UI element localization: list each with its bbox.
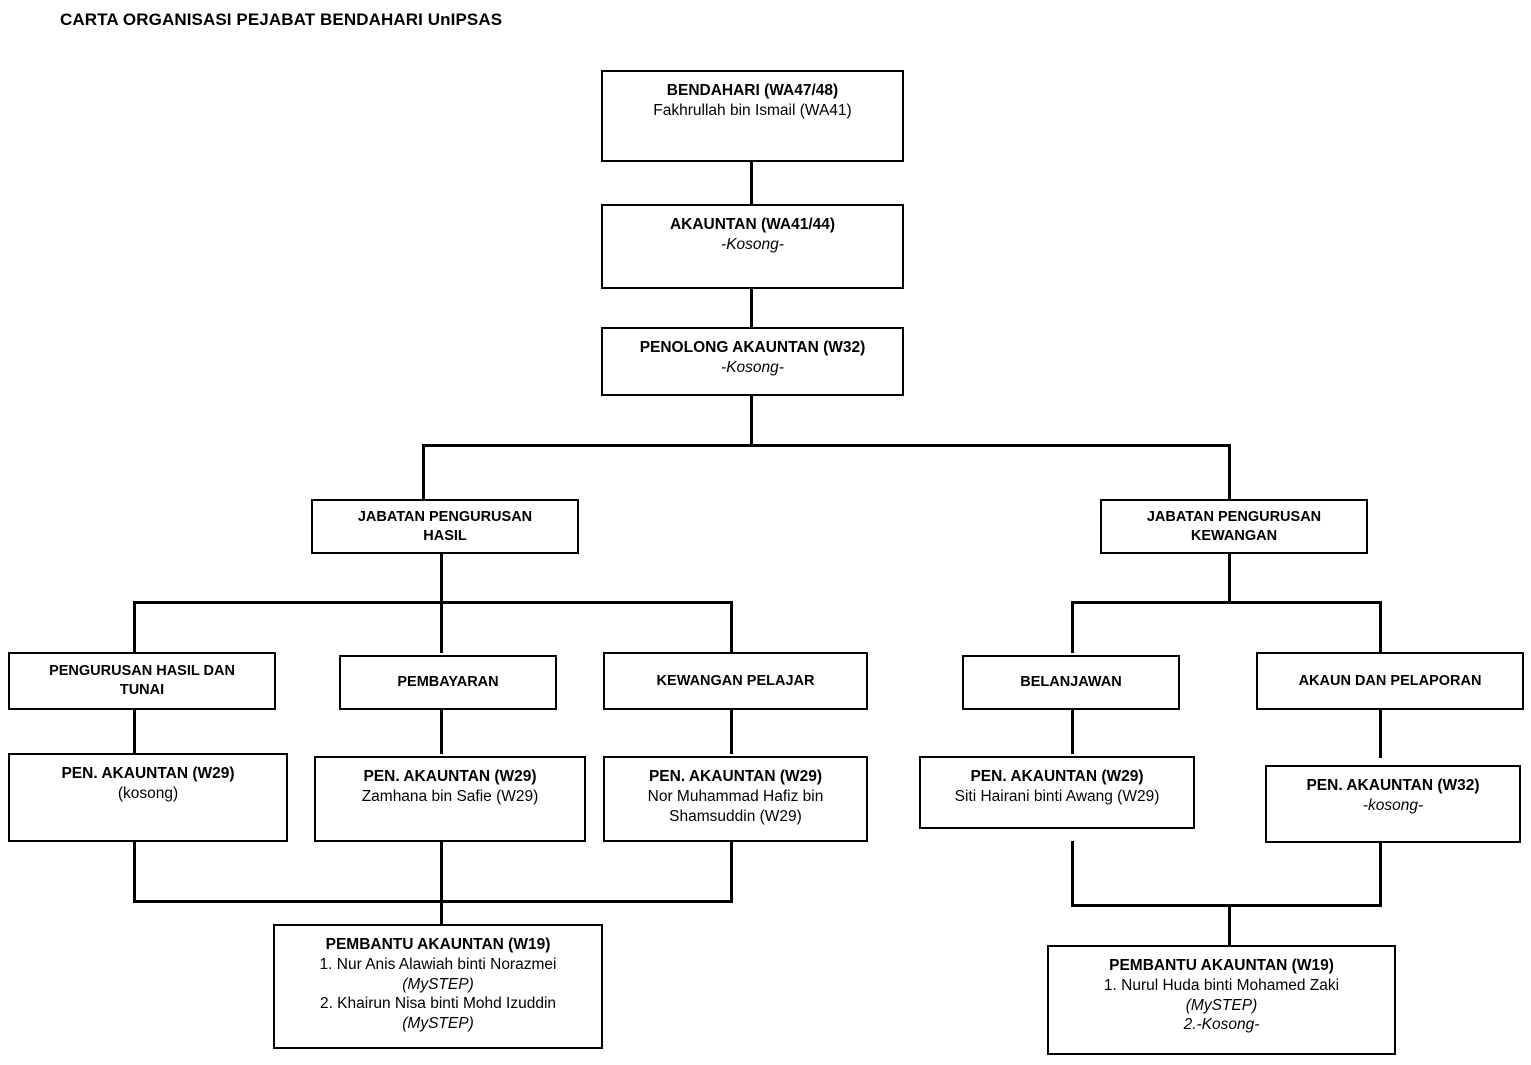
connector-pembantu-hasil-drop	[440, 900, 443, 925]
connector-drop-jabatan-kewangan	[1228, 444, 1231, 500]
node-pen-kewangan-pelajar-title: PEN. AKAUNTAN (W29)	[648, 768, 823, 785]
connector-drop-unit-belanjawan	[1071, 601, 1074, 653]
node-penolong-akauntan-occupant: -Kosong-	[721, 358, 784, 376]
connector-pen-belanjawan-down	[1071, 841, 1074, 907]
node-unit-kewangan-pelajar[interactable]: KEWANGAN PELAJAR	[603, 652, 868, 710]
node-akauntan-occupant: -Kosong-	[721, 235, 784, 253]
connector-unit-kewangan-pelajar-to-pen	[730, 709, 733, 754]
node-pembantu-hasil-item2-note: (MySTEP)	[402, 1015, 474, 1033]
connector-unit-belanjawan-to-pen	[1071, 709, 1074, 754]
node-unit-hasil-tunai-line1: PENGURUSAN HASIL DAN	[49, 663, 235, 680]
connector-bendahari-akauntan	[750, 161, 753, 205]
node-unit-kewangan-pelajar-label: KEWANGAN PELAJAR	[656, 672, 815, 689]
node-unit-belanjawan[interactable]: BELANJAWAN	[962, 655, 1180, 710]
node-bendahari-title: BENDAHARI (WA47/48)	[666, 82, 839, 99]
node-pembantu-hasil-title: PEMBANTU AKAUNTAN (W19)	[325, 936, 551, 953]
node-pembantu-kewangan-title: PEMBANTU AKAUNTAN (W19)	[1109, 957, 1334, 974]
node-jabatan-pengurusan-hasil[interactable]: JABATAN PENGURUSAN HASIL	[311, 499, 579, 554]
node-unit-hasil-tunai-line2: TUNAI	[119, 682, 165, 698]
node-unit-akaun-pelaporan[interactable]: AKAUN DAN PELAPORAN	[1256, 652, 1524, 710]
connector-hasil-units-bar	[133, 601, 733, 604]
node-penolong-akauntan-title: PENOLONG AKAUNTAN (W32)	[639, 339, 866, 356]
node-unit-akaun-pelaporan-label: AKAUN DAN PELAPORAN	[1298, 672, 1482, 689]
node-pen-belanjawan-title: PEN. AKAUNTAN (W29)	[970, 768, 1144, 785]
node-pen-akauntan-kewangan-pelajar[interactable]: PEN. AKAUNTAN (W29) Nor Muhammad Hafiz b…	[603, 756, 868, 842]
connector-drop-unit-hasil-tunai	[133, 601, 136, 653]
connector-unit-pembayaran-to-pen	[440, 709, 443, 754]
connector-kewangan-units-bar	[1071, 601, 1382, 604]
connector-pembantu-kewangan-merge-bar	[1071, 904, 1382, 907]
node-jabatan-kewangan-line1: JABATAN PENGURUSAN	[1146, 508, 1322, 525]
node-pen-akaun-pelaporan-title: PEN. AKAUNTAN (W32)	[1306, 777, 1480, 794]
node-unit-pembayaran[interactable]: PEMBAYARAN	[339, 655, 557, 710]
node-unit-pembayaran-label: PEMBAYARAN	[397, 674, 499, 691]
node-pen-kewangan-pelajar-occupant-line2: Shamsuddin (W29)	[669, 807, 802, 825]
connector-pen-akaun-pelaporan-down	[1379, 841, 1382, 907]
connector-drop-jabatan-hasil	[422, 444, 425, 500]
node-pen-kewangan-pelajar-occupant-line1: Nor Muhammad Hafiz bin	[647, 787, 824, 805]
node-pen-akauntan-pembayaran[interactable]: PEN. AKAUNTAN (W29) Zamhana bin Safie (W…	[314, 756, 586, 842]
connector-pen-hasil-tunai-down	[133, 841, 136, 903]
node-pen-pembayaran-occupant: Zamhana bin Safie (W29)	[361, 787, 539, 805]
node-bendahari-occupant: Fakhrullah bin Ismail (WA41)	[653, 101, 852, 119]
connector-drop-unit-akaun-pelaporan	[1379, 601, 1382, 653]
node-pembantu-kewangan-item1-note: (MySTEP)	[1185, 996, 1258, 1014]
node-akauntan-title: AKAUNTAN (WA41/44)	[669, 216, 836, 233]
node-pen-akauntan-akaun-pelaporan[interactable]: PEN. AKAUNTAN (W32) -kosong-	[1265, 765, 1521, 843]
node-pembantu-kewangan-item2: 2.-Kosong-	[1183, 1016, 1260, 1034]
node-pen-akauntan-belanjawan[interactable]: PEN. AKAUNTAN (W29) Siti Hairani binti A…	[919, 756, 1195, 829]
node-jabatan-hasil-line1: JABATAN PENGURUSAN	[357, 508, 533, 525]
connector-drop-unit-kewangan-pelajar	[730, 601, 733, 653]
node-pembantu-kewangan-item1: 1. Nurul Huda binti Mohamed Zaki	[1103, 976, 1340, 994]
node-pembantu-hasil-item1: 1. Nur Anis Alawiah binti Norazmei	[319, 955, 557, 973]
node-unit-pengurusan-hasil-tunai[interactable]: PENGURUSAN HASIL DAN TUNAI	[8, 652, 276, 710]
node-pen-pembayaran-title: PEN. AKAUNTAN (W29)	[363, 768, 537, 785]
connector-department-splitter-bar	[422, 444, 1231, 447]
node-jabatan-hasil-line2: HASIL	[423, 527, 467, 544]
node-unit-belanjawan-label: BELANJAWAN	[1020, 674, 1122, 691]
connector-pen-pembayaran-down	[440, 841, 443, 903]
connector-unit-akaun-pelaporan-to-pen	[1379, 709, 1382, 758]
node-bendahari[interactable]: BENDAHARI (WA47/48) Fakhrullah bin Ismai…	[601, 70, 904, 162]
connector-akauntan-penolong	[750, 288, 753, 327]
connector-jabatan-kewangan-stem	[1228, 553, 1231, 603]
node-penolong-akauntan[interactable]: PENOLONG AKAUNTAN (W32) -Kosong-	[601, 327, 904, 396]
node-akauntan[interactable]: AKAUNTAN (WA41/44) -Kosong-	[601, 204, 904, 289]
node-pembantu-hasil-item1-note: (MySTEP)	[402, 975, 474, 993]
connector-pembantu-hasil-merge-bar	[133, 900, 733, 903]
node-pembantu-akauntan-hasil[interactable]: PEMBANTU AKAUNTAN (W19) 1. Nur Anis Alaw…	[273, 924, 603, 1049]
node-pembantu-hasil-item2: 2. Khairun Nisa binti Mohd Izuddin	[319, 995, 557, 1013]
connector-pembantu-kewangan-drop	[1228, 904, 1231, 946]
node-jabatan-pengurusan-kewangan[interactable]: JABATAN PENGURUSAN KEWANGAN	[1100, 499, 1368, 554]
node-pen-akaun-pelaporan-occupant: -kosong-	[1362, 796, 1424, 814]
node-pen-akauntan-hasil-tunai[interactable]: PEN. AKAUNTAN (W29) (kosong)	[8, 753, 288, 842]
connector-unit-hasil-tunai-to-pen	[133, 709, 136, 754]
connector-drop-unit-pembayaran	[440, 601, 443, 653]
node-jabatan-kewangan-line2: KEWANGAN	[1190, 527, 1278, 544]
node-pembantu-akauntan-kewangan[interactable]: PEMBANTU AKAUNTAN (W19) 1. Nurul Huda bi…	[1047, 945, 1396, 1055]
node-pen-belanjawan-occupant: Siti Hairani binti Awang (W29)	[954, 787, 1160, 805]
node-pen-hasil-tunai-title: PEN. AKAUNTAN (W29)	[61, 765, 235, 782]
page-title: CARTA ORGANISASI PEJABAT BENDAHARI UnIPS…	[60, 10, 503, 29]
node-pen-hasil-tunai-occupant: (kosong)	[117, 784, 179, 802]
connector-penolong-stem	[750, 395, 753, 447]
connector-pen-kewangan-pelajar-down	[730, 841, 733, 903]
connector-jabatan-hasil-stem	[440, 553, 443, 603]
